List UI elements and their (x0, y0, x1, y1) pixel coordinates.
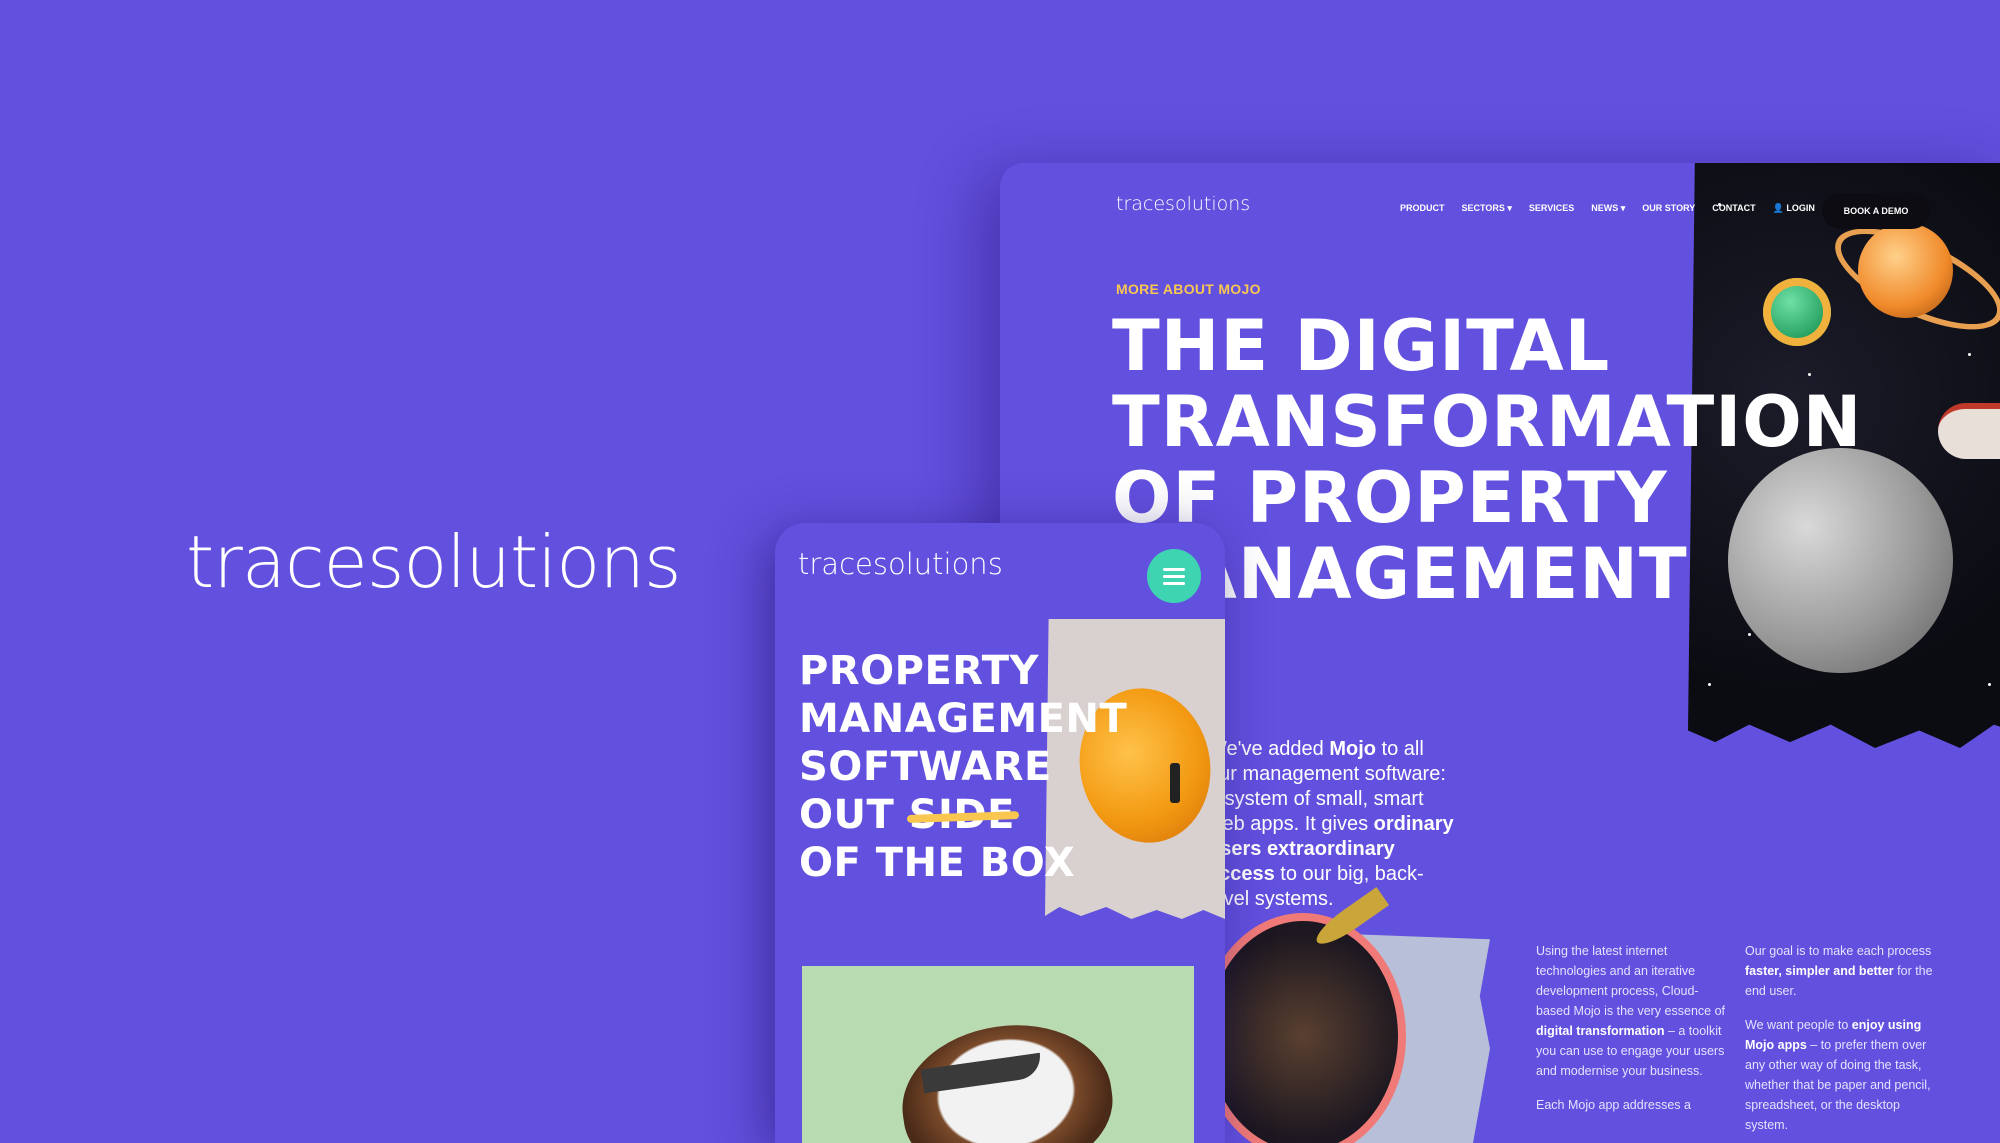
desktop-navbar: tracesolutions PRODUCT SECTORS ▾ SERVICE… (1000, 191, 2000, 231)
nav-product[interactable]: PRODUCT (1400, 203, 1445, 213)
nebula-collage-image (1200, 887, 1490, 1143)
nav-contact[interactable]: CONTACT (1712, 203, 1756, 213)
hero-line: MANAGEMENT (799, 696, 1128, 742)
hero-word: OUT (799, 792, 909, 838)
body-paragraph: We want people to enjoy using Mojo apps … (1745, 1015, 1945, 1135)
mobile-mockup: tracesolutions PROPERTY MANAGEMENT SOFTW… (775, 523, 1225, 1143)
hero-line: OF THE BOX (799, 840, 1076, 886)
nav-sectors[interactable]: SECTORS ▾ (1461, 203, 1512, 213)
hamburger-icon[interactable] (1147, 549, 1201, 603)
nav-news[interactable]: NEWS ▾ (1591, 203, 1626, 213)
intro-text: We've added (1208, 738, 1330, 760)
intro-paragraph: We've added Mojo to all our management s… (1208, 737, 1458, 912)
hamburger-line (1163, 567, 1185, 571)
body-text: – a toolkit you can use to engage your u… (1536, 1024, 1725, 1078)
body-paragraph: Using the latest internet technologies a… (1536, 941, 1726, 1081)
body-strong: enjoy using Mojo apps (1745, 1018, 1922, 1052)
body-text: for the end user. (1745, 964, 1933, 998)
figure-image (1170, 763, 1180, 803)
desktop-logo[interactable]: tracesolutions (1116, 193, 1251, 215)
body-paragraph: Our goal is to make each process faster,… (1745, 941, 1945, 1001)
nav-our-story[interactable]: OUR STORY (1642, 203, 1696, 213)
body-strong: digital transformation (1536, 1024, 1665, 1038)
desktop-menu: PRODUCT SECTORS ▾ SERVICES NEWS ▾ OUR ST… (1400, 203, 1815, 214)
boat-image (1938, 403, 2000, 459)
hero-line: OF PROPERTY (1112, 457, 1668, 539)
section-kicker: MORE ABOUT MOJO (1116, 281, 1261, 297)
coconut-card-image (802, 966, 1194, 1143)
body-text: – to prefer them over any other way of d… (1745, 1038, 1931, 1132)
intro-text: to our big, back-level systems. (1208, 863, 1424, 910)
body-text: Our goal is to make each process (1745, 944, 1932, 958)
hamburger-line (1163, 574, 1185, 578)
intro-text: to all our management software: a system… (1208, 738, 1446, 835)
body-text: Using the latest internet technologies a… (1536, 944, 1725, 1018)
nav-login[interactable]: 👤 LOGIN (1772, 203, 1815, 213)
nebula-circle (1200, 913, 1406, 1143)
intro-strong: Mojo (1329, 738, 1376, 760)
body-text: We want people to (1745, 1018, 1852, 1032)
green-planet (1763, 278, 1831, 346)
mobile-hero-heading: PROPERTY MANAGEMENT SOFTWARE OUT SIDE OF… (799, 647, 1127, 887)
mobile-logo[interactable]: tracesolutions (798, 547, 1003, 581)
book-demo-button[interactable]: BOOK A DEMO (1822, 193, 1930, 229)
hamburger-line (1163, 581, 1185, 585)
hero-line: SOFTWARE (799, 744, 1052, 790)
hero-line: THE DIGITAL (1112, 305, 1611, 387)
moon (1728, 448, 1953, 673)
hero-line: OUT SIDE (799, 791, 1127, 839)
nav-services[interactable]: SERVICES (1528, 203, 1575, 213)
struck-word: SIDE (908, 792, 1015, 838)
brand-logo-large: tracesolutions (186, 520, 681, 604)
hero-line: TRANSFORMATION (1112, 381, 1863, 463)
hero-line: PROPERTY (799, 648, 1040, 694)
body-column-1: Using the latest internet technologies a… (1536, 941, 1726, 1129)
body-column-2: Our goal is to make each process faster,… (1745, 941, 1945, 1143)
body-strong: faster, simpler and better (1745, 964, 1894, 978)
body-paragraph: Each Mojo app addresses a (1536, 1098, 1691, 1112)
space-collage-image (1688, 163, 2000, 748)
saturn-planet (1858, 223, 1953, 318)
